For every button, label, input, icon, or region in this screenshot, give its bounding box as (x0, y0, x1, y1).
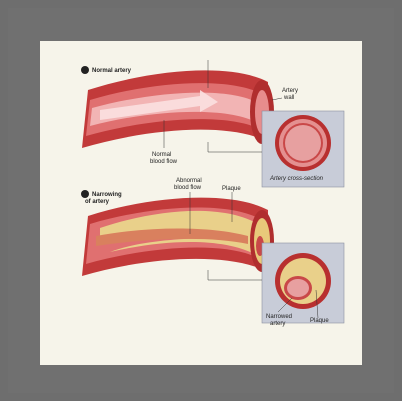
plaque-label: Plaque (222, 186, 241, 192)
narrowed-artery-label-line1: Narrowed (266, 314, 292, 320)
narrowed-artery-vessel (82, 198, 274, 276)
panel-b-title-line1: Narrowing (92, 192, 122, 198)
plaque-inset-label: Plaque (310, 318, 329, 324)
narrowed-cross-section-inset (262, 243, 344, 323)
normal-artery-vessel (82, 70, 274, 148)
artery-wall-label-line1: Artery (282, 88, 298, 94)
normal-flow-label-line2: blood flow (150, 159, 178, 165)
narrowed-artery-label-line2: artery (270, 321, 285, 327)
normal-flow-label-line1: Normal (152, 152, 171, 158)
panel-b-title-line2: of artery (85, 199, 110, 205)
abnormal-flow-label-line1: Abnormal (176, 178, 202, 184)
panel-a-title: Normal artery (92, 68, 132, 74)
badge-b: B (83, 192, 88, 198)
abnormal-flow-label-line2: blood flow (174, 185, 202, 191)
badge-a: A (83, 68, 88, 74)
artery-wall-label-line2: wall (283, 95, 294, 101)
inset-caption: Artery cross-section (269, 176, 324, 182)
